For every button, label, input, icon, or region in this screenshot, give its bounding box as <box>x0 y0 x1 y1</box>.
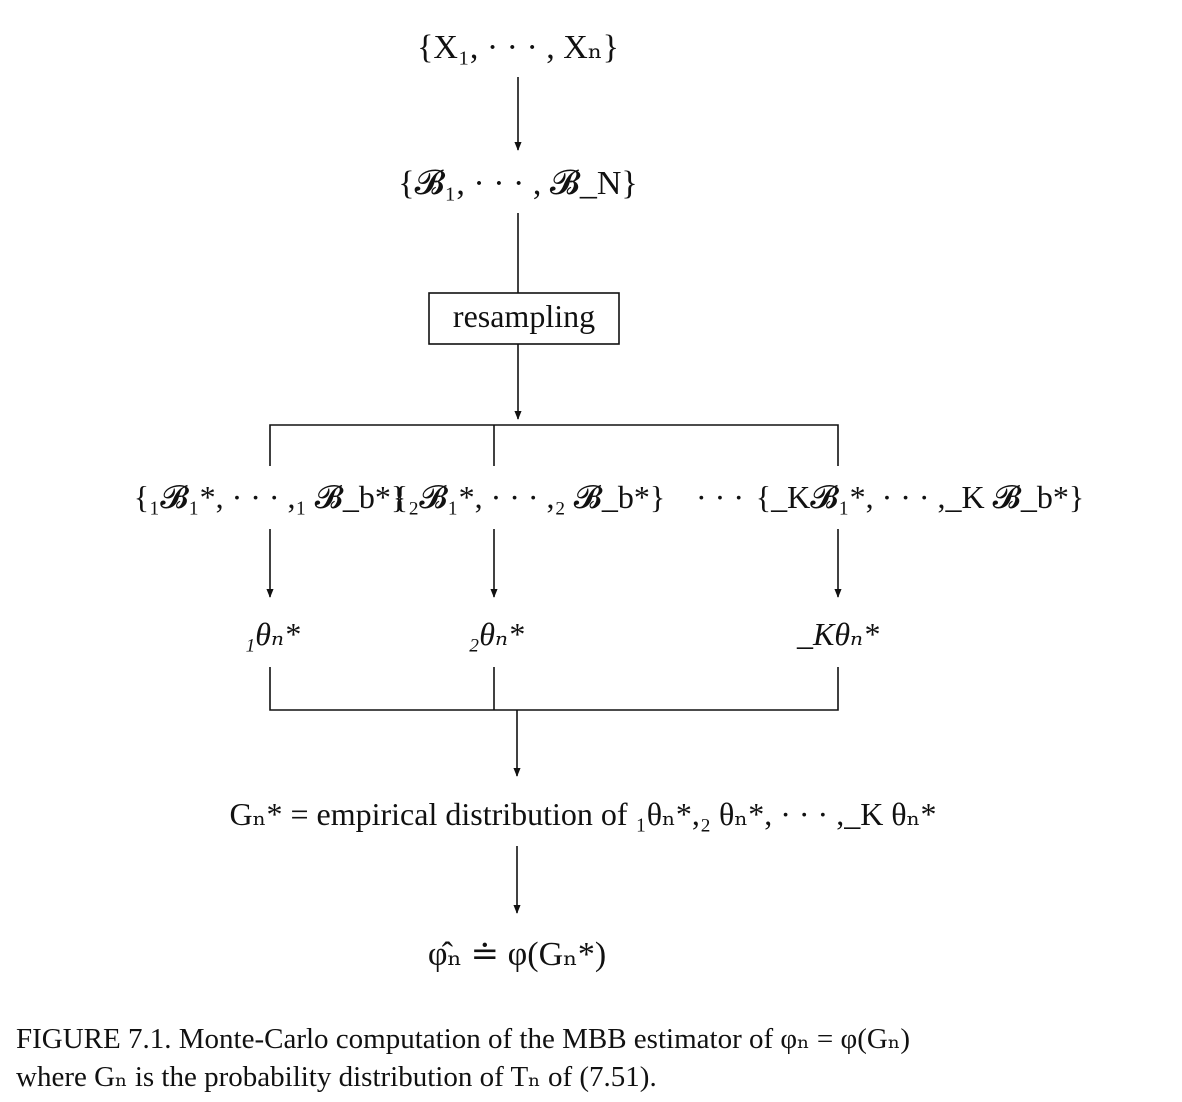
node-blocks: {𝓑₁, · · · , 𝓑_N} <box>398 165 638 202</box>
merge-bracket-bottom <box>269 667 839 711</box>
theta-1: ₁θₙ* <box>244 616 300 652</box>
node-data: {X₁, · · · , Xₙ} <box>417 29 619 66</box>
caption-line-2: where Gₙ is the probability distribution… <box>16 1061 657 1093</box>
theta-2: ₂θₙ* <box>468 616 524 652</box>
caption-line-1: FIGURE 7.1. Monte-Carlo computation of t… <box>16 1023 911 1055</box>
branch-bracket-top <box>269 424 839 466</box>
resample-set-K: {_K𝓑₁*, · · · ,_K 𝓑_b*} <box>756 479 1085 515</box>
estimator: φ̂ₙ ≐ φ(Gₙ*) <box>428 936 606 973</box>
figure-caption: FIGURE 7.1. Monte-Carlo computation of t… <box>16 1020 1176 1096</box>
resampling-box <box>428 292 620 345</box>
theta-K: _Kθₙ* <box>796 616 879 652</box>
flow-diagram: {X₁, · · · , Xₙ} {𝓑₁, · · · , 𝓑_N} resam… <box>134 29 1085 973</box>
resample-set-1: {₁𝓑₁*, · · · ,₁ 𝓑_b*} <box>134 479 407 515</box>
ellipsis: · · · <box>696 479 744 515</box>
empirical-distribution: Gₙ* = empirical distribution of ₁θₙ*,₂ θ… <box>230 796 937 832</box>
resample-set-2: {₂𝓑₁*, · · · ,₂ 𝓑_b*} <box>393 479 666 515</box>
resampling-label: resampling <box>453 298 595 334</box>
